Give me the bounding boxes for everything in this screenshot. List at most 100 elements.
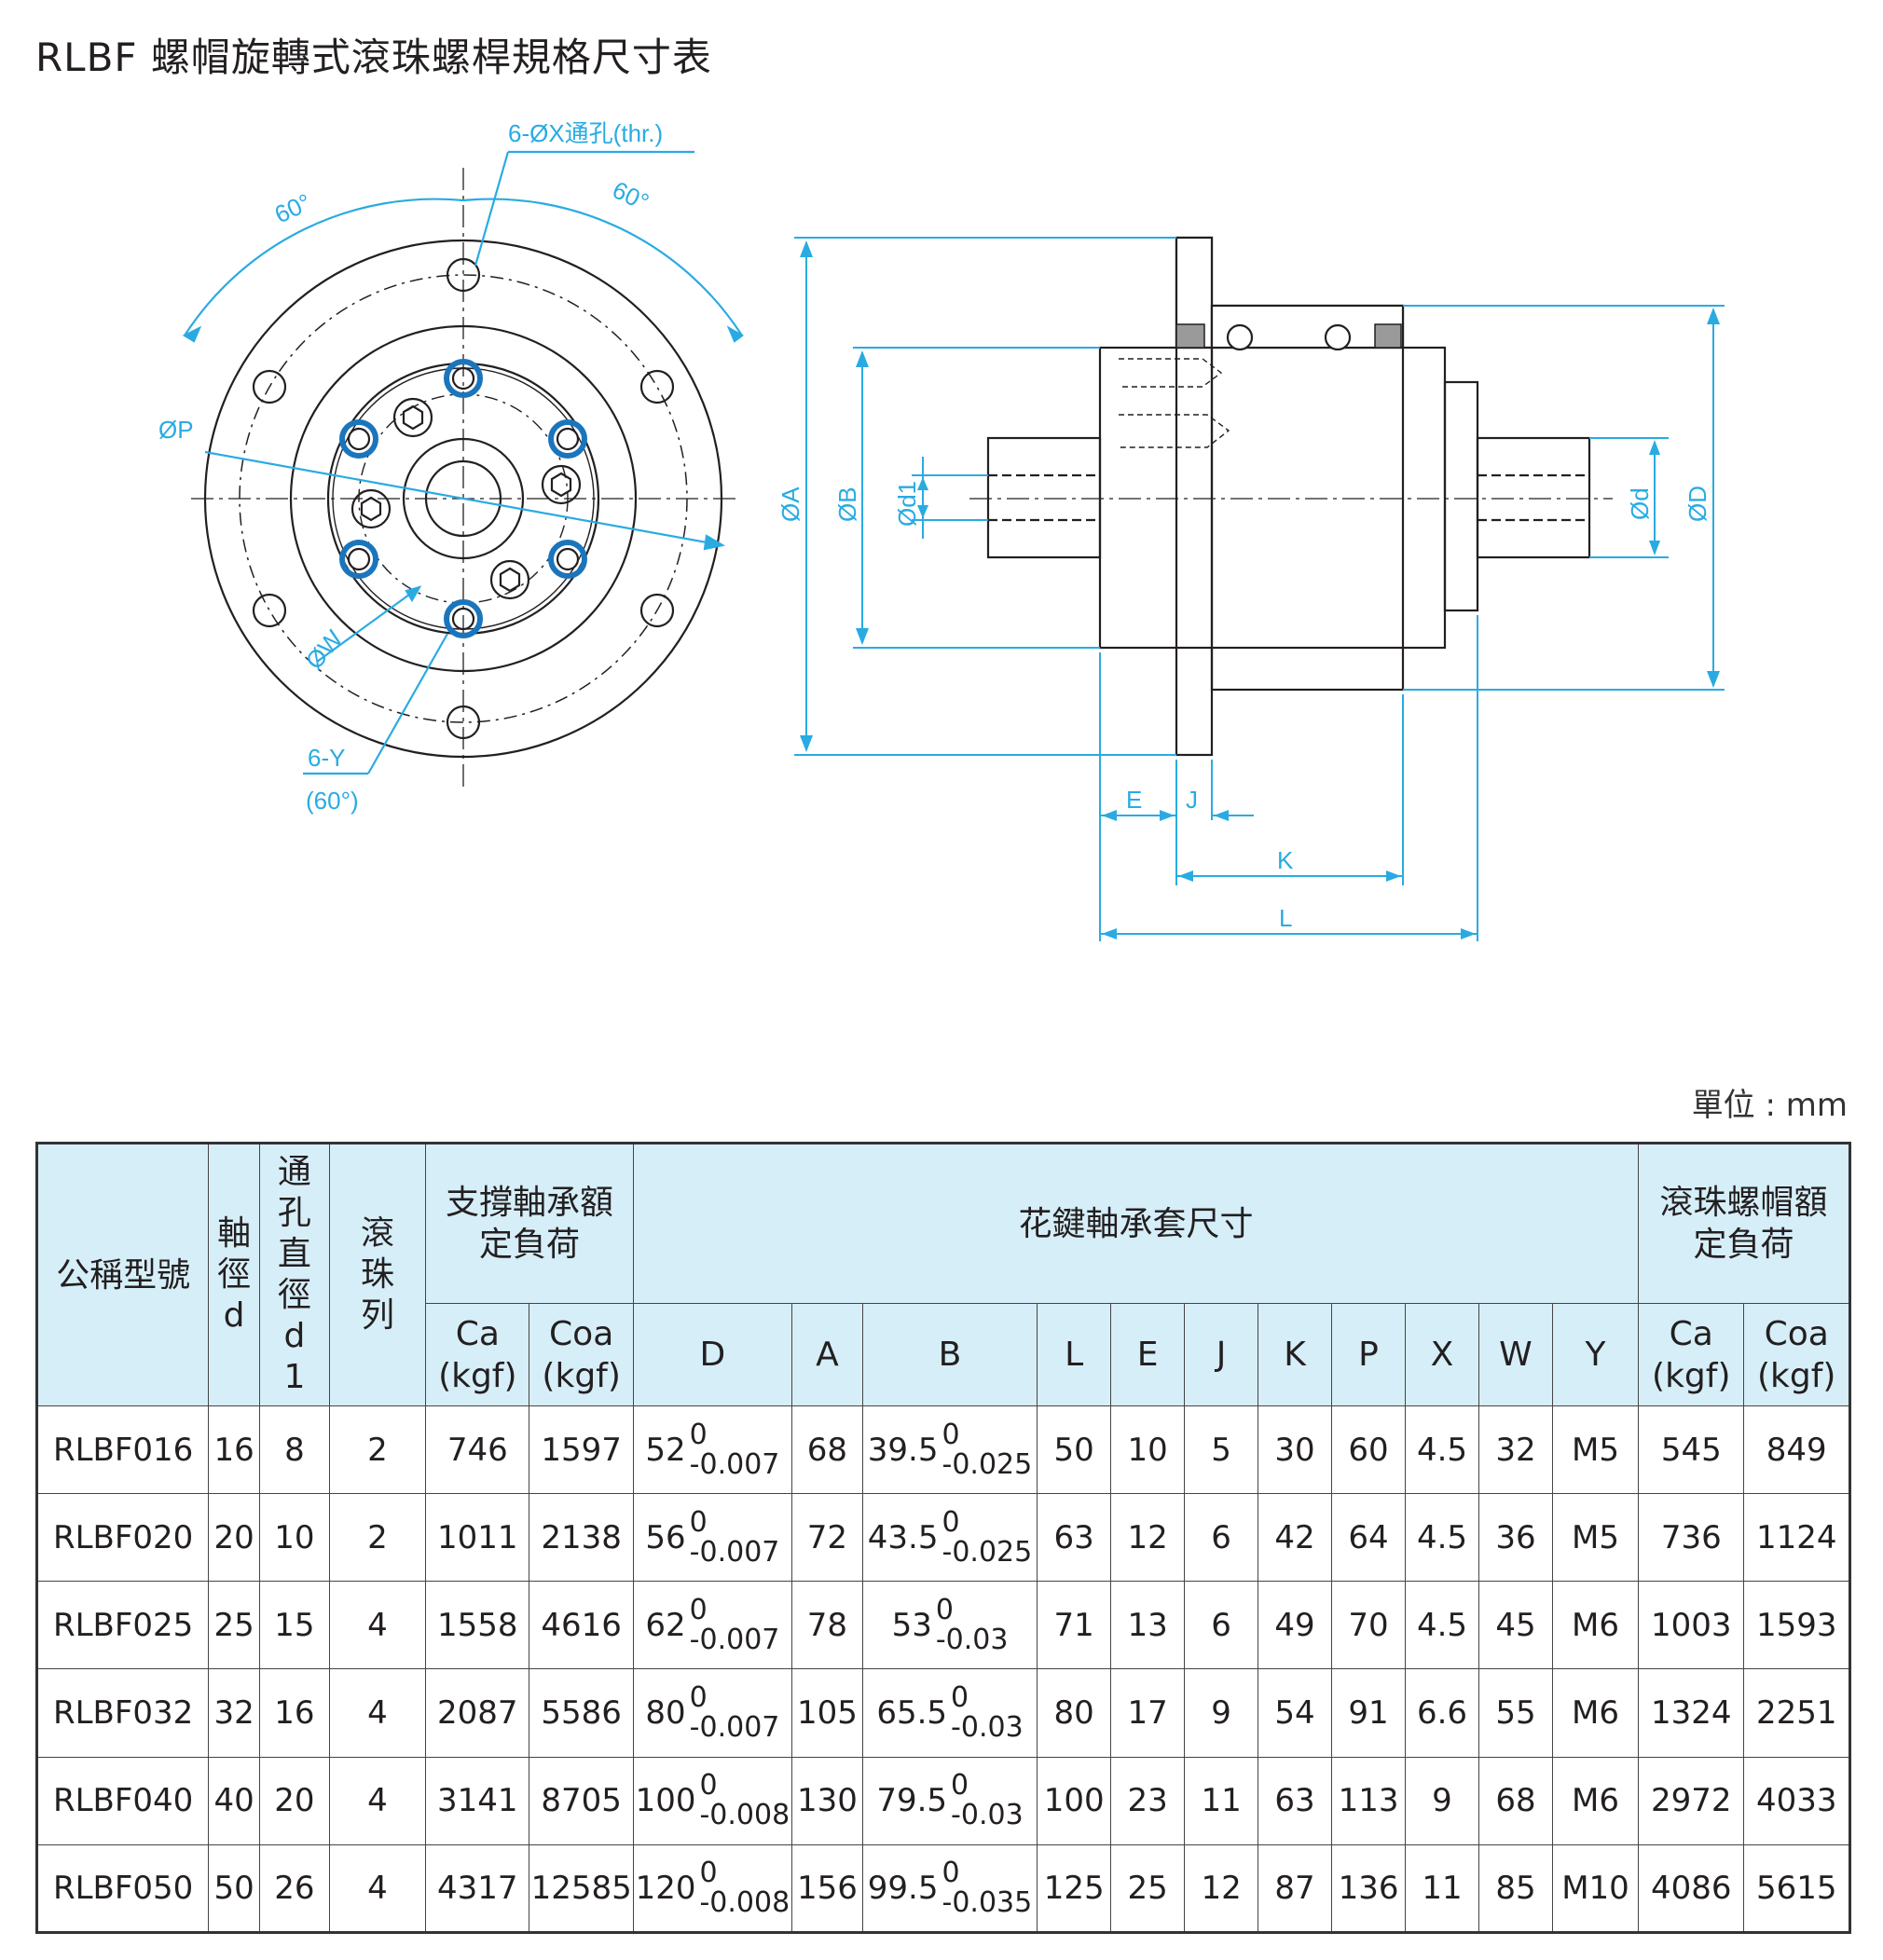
cell-balls: 2 xyxy=(328,1493,427,1583)
cell-B: 79.5 xyxy=(876,1782,948,1820)
cell-d: 32 xyxy=(208,1668,260,1758)
technical-drawing: 6-ØX通孔(thr.) 60° 60° ØP ØW 6-Y (60°) xyxy=(158,119,1725,941)
cell-D: 80 xyxy=(645,1694,686,1733)
tolerance-lower: -0.025 xyxy=(942,1535,1033,1569)
cell-ca2: 736 xyxy=(1638,1493,1745,1583)
cell-model: RLBF050 xyxy=(35,1843,210,1934)
cell-coa1: 5586 xyxy=(529,1668,634,1758)
cell-A: 68 xyxy=(790,1405,863,1495)
cell-ca1: 2087 xyxy=(425,1668,530,1758)
cell-d: 25 xyxy=(208,1581,260,1670)
tolerance-lower: -0.008 xyxy=(699,1799,790,1832)
cell-W: 55 xyxy=(1478,1668,1553,1758)
cell-model: RLBF032 xyxy=(35,1668,210,1758)
cell-W: 85 xyxy=(1478,1843,1553,1934)
cell-Y: M10 xyxy=(1551,1843,1640,1934)
cell-E: 10 xyxy=(1110,1405,1186,1495)
cell-P: 60 xyxy=(1331,1405,1406,1495)
cell-D: 120 xyxy=(635,1869,696,1907)
cell-W: 68 xyxy=(1478,1756,1553,1845)
hex-screws xyxy=(350,397,582,600)
header-ca-nut: Ca(kgf) xyxy=(1638,1303,1745,1406)
cell-A: 130 xyxy=(790,1756,863,1845)
tolerance-upper: 0 xyxy=(699,1856,718,1889)
cell-E: 13 xyxy=(1110,1581,1186,1670)
phi-w-label: ØW xyxy=(300,624,349,675)
cell-K: 63 xyxy=(1258,1756,1333,1845)
j-label: J xyxy=(1186,786,1198,814)
tapped-holes xyxy=(339,359,587,638)
tolerance-lower: -0.007 xyxy=(689,1623,780,1656)
hole-label: 6-ØX通孔(thr.) xyxy=(508,119,663,147)
header-ca-support: Ca(kgf) xyxy=(425,1303,530,1406)
header-nut-load: 滾珠螺帽額定負荷 xyxy=(1638,1143,1850,1304)
tolerance-upper: 0 xyxy=(689,1505,708,1539)
phi-a-label: ØA xyxy=(777,487,804,522)
cell-ca2: 2972 xyxy=(1638,1756,1745,1845)
cell-K: 87 xyxy=(1258,1843,1333,1934)
k-label: K xyxy=(1277,846,1294,874)
header-coa-support: Coa(kgf) xyxy=(529,1303,634,1406)
cell-J: 6 xyxy=(1184,1581,1259,1670)
header-coa-nut: Coa(kgf) xyxy=(1743,1303,1850,1406)
cell-d: 40 xyxy=(208,1756,260,1845)
tolerance-lower: -0.03 xyxy=(951,1711,1024,1745)
cell-A: 78 xyxy=(790,1581,863,1670)
header-support-load: 支撐軸承額定負荷 xyxy=(425,1143,634,1304)
cell-A: 156 xyxy=(790,1843,863,1934)
cell-ca2: 1003 xyxy=(1638,1581,1745,1670)
cell-E: 17 xyxy=(1110,1668,1186,1758)
tolerance-lower: -0.008 xyxy=(699,1885,790,1919)
cell-balls: 4 xyxy=(328,1668,427,1758)
header-J: J xyxy=(1184,1303,1259,1406)
cell-model: RLBF016 xyxy=(35,1405,210,1495)
cell-B: 65.5 xyxy=(876,1694,948,1733)
cell-d1: 15 xyxy=(258,1581,330,1670)
cell-B: 39.5 xyxy=(867,1431,939,1469)
header-P: P xyxy=(1331,1303,1406,1406)
tolerance-upper: 0 xyxy=(689,1593,708,1626)
cell-ca2: 1324 xyxy=(1638,1668,1745,1758)
tolerance-upper: 0 xyxy=(942,1505,960,1539)
cell-K: 54 xyxy=(1258,1668,1333,1758)
cell-K: 49 xyxy=(1258,1581,1333,1670)
header-A: A xyxy=(790,1303,863,1406)
cell-D: 62 xyxy=(645,1606,686,1644)
angle-right-label: 60° xyxy=(608,175,653,216)
cell-d: 50 xyxy=(208,1843,260,1934)
header-shaft-dia: 軸徑d xyxy=(208,1143,260,1406)
cell-coa2: 1593 xyxy=(1743,1581,1850,1670)
phi-b-label: ØB xyxy=(833,487,861,522)
tap-label: 6-Y xyxy=(308,744,345,772)
cell-model: RLBF020 xyxy=(35,1493,210,1583)
cell-B: 99.5 xyxy=(867,1869,939,1907)
cell-B: 53 xyxy=(891,1606,932,1644)
header-B: B xyxy=(861,1303,1038,1406)
l-label: L xyxy=(1279,904,1292,932)
page-title: RLBF 螺帽旋轉式滾珠螺桿規格尺寸表 xyxy=(35,34,712,80)
phi-D-label: ØD xyxy=(1684,486,1711,522)
header-Y: Y xyxy=(1551,1303,1640,1406)
cell-P: 64 xyxy=(1331,1493,1406,1583)
cell-ca1: 4317 xyxy=(425,1843,530,1934)
cell-Y: M6 xyxy=(1551,1581,1640,1670)
cell-J: 11 xyxy=(1184,1756,1259,1845)
cell-ca1: 1558 xyxy=(425,1581,530,1670)
cell-model: RLBF025 xyxy=(35,1581,210,1670)
cell-X: 6.6 xyxy=(1405,1668,1479,1758)
tolerance-lower: -0.007 xyxy=(689,1711,780,1745)
cell-X: 9 xyxy=(1405,1756,1479,1845)
tolerance-upper: 0 xyxy=(942,1418,960,1451)
cell-Y: M6 xyxy=(1551,1756,1640,1845)
cell-d1: 26 xyxy=(258,1843,330,1934)
